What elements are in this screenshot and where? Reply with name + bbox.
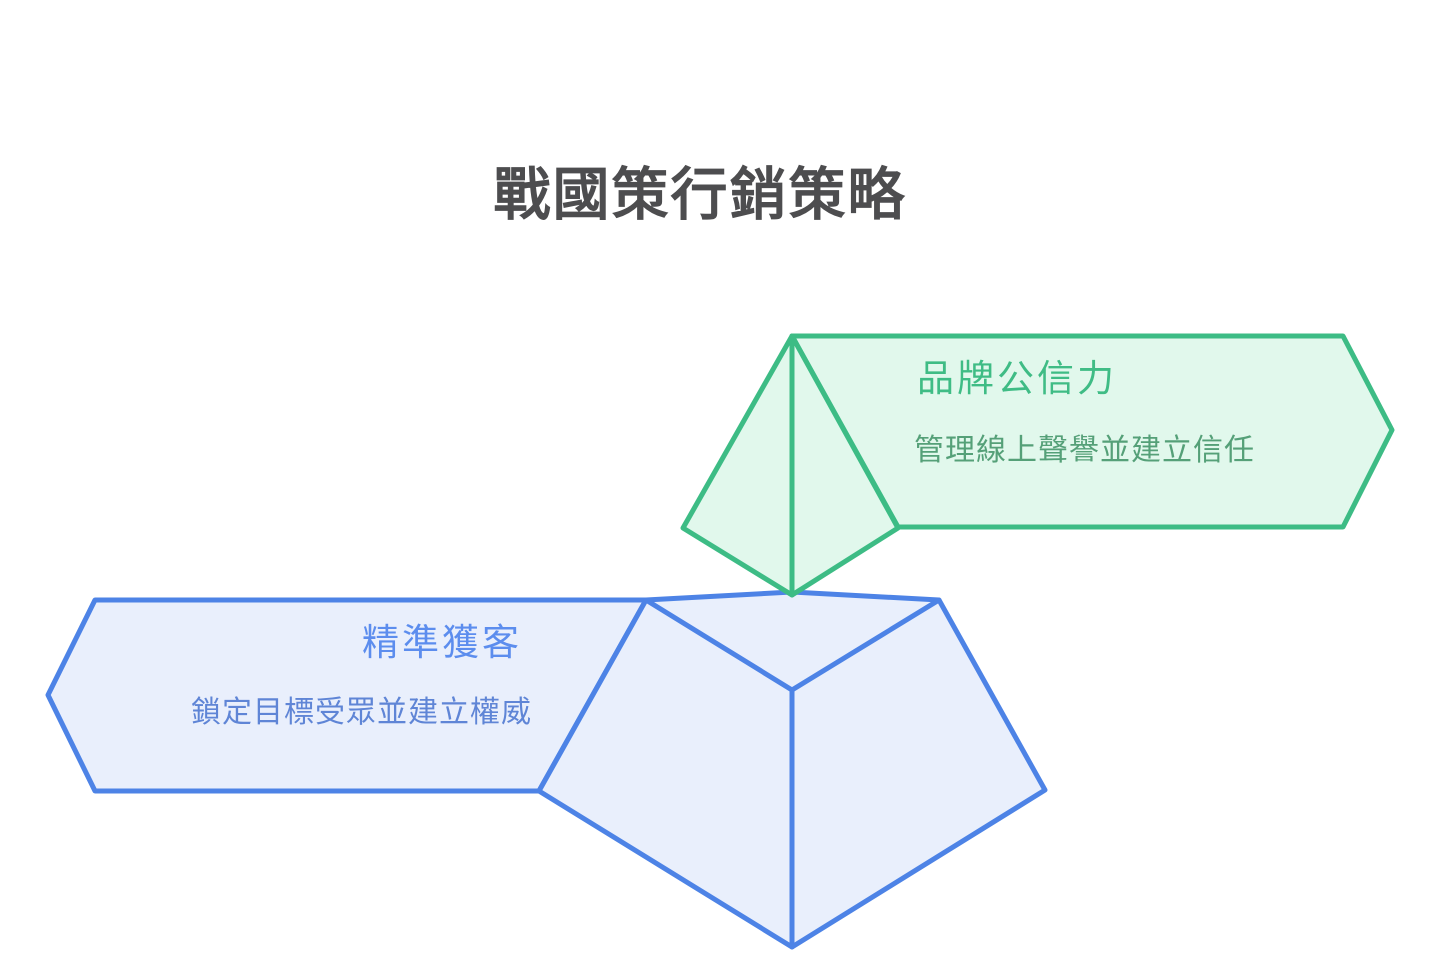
level-bottom-description: 鎖定目標受眾並建立權威 [191, 696, 532, 729]
pyramid-bottom-inner-edges [643, 597, 942, 950]
diagram-title: 戰國策行銷策略 [493, 163, 907, 227]
level-top-label: 品牌公信力 [917, 358, 1117, 399]
banner-bottom-level [45, 597, 649, 794]
level-top-description: 管理線上聲譽並建立信任 [914, 434, 1255, 467]
level-bottom-label: 精準獲客 [362, 622, 522, 663]
